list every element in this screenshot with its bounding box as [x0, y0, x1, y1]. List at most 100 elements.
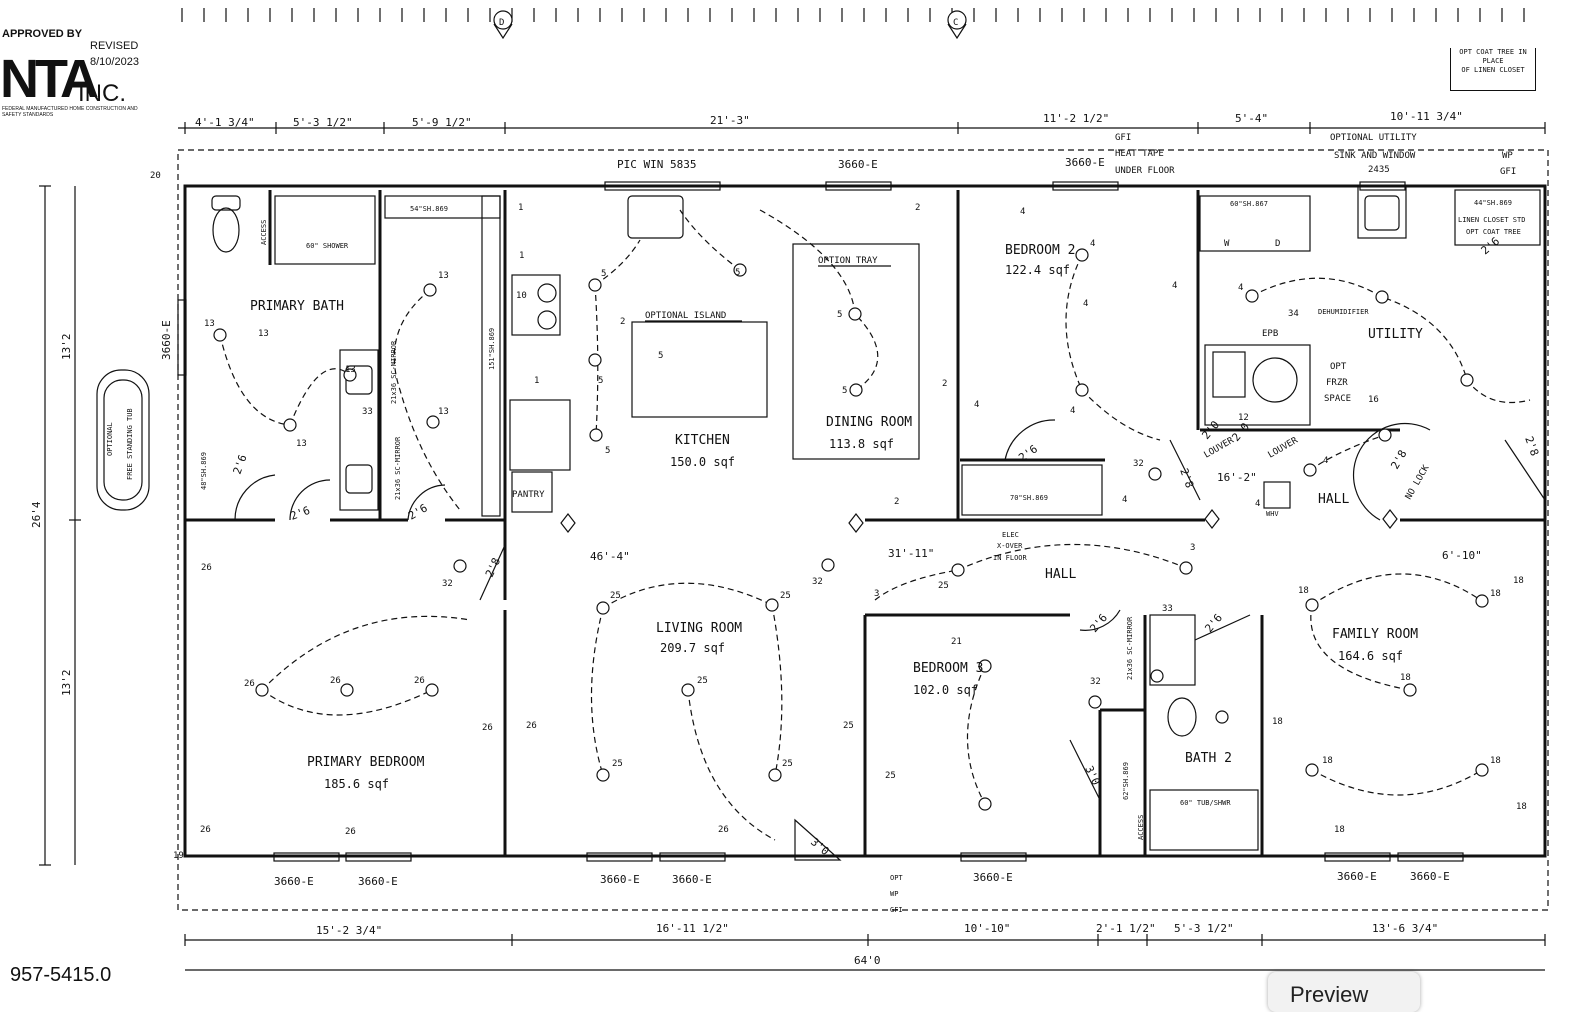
mirror-label-3: 21x36 SC-MIRROR	[1126, 616, 1134, 680]
circuit-number: 26	[345, 827, 356, 837]
elec-label-1: ELEC	[1002, 531, 1019, 539]
access-label-1: ACCESS	[260, 220, 268, 245]
circuit-number: 16	[1368, 395, 1379, 405]
circuit-number: 33	[362, 407, 373, 417]
light-fixture-icon	[426, 415, 440, 429]
heat-tape-label: HEAT TAPE	[1115, 149, 1164, 159]
linen-closet-label: LINEN CLOSET STD	[1458, 216, 1525, 224]
tub-label: 60" TUB/SHWR	[1180, 799, 1231, 807]
circuit-number: 2	[894, 497, 899, 507]
window-top-2: 3660-E	[1065, 156, 1105, 169]
inner-dim-3: 16'-2"	[1217, 471, 1257, 484]
window-bottom-7: 3660-E	[1410, 870, 1450, 883]
circuit-number: 5	[837, 310, 842, 320]
circuit-number: 4	[1070, 406, 1075, 416]
epb-label: EPB	[1262, 329, 1278, 339]
circuit-number: 18	[1516, 802, 1527, 812]
shower-label: 60" SHOWER	[306, 242, 349, 250]
no-lock-label: NO LOCK	[1404, 463, 1432, 501]
room-family-area: 164.6 sqf	[1338, 649, 1403, 663]
door-label-2: 2'6	[289, 504, 312, 523]
circuit-number: 18	[1513, 576, 1524, 586]
circuit-number: 5	[842, 386, 847, 396]
elec-label-2: X-OVER	[997, 542, 1023, 550]
circuit-number: 18	[1298, 586, 1309, 596]
room-bedroom-2-area: 122.4 sqf	[1005, 263, 1070, 277]
room-pantry: PANTRY	[512, 490, 545, 500]
light-fixture-icon	[340, 683, 354, 697]
light-fixture-icon	[343, 368, 357, 382]
coat-tree-note-line1: OPT COAT TREE IN PLACE	[1459, 48, 1527, 65]
light-fixture-icon	[1150, 669, 1164, 683]
circuit-number: 4	[1323, 456, 1328, 466]
wall-markers	[560, 509, 1398, 533]
nta-wordmark: NTA	[0, 49, 99, 109]
light-fixture-icon	[1303, 463, 1317, 477]
wp-label: WP	[1502, 151, 1513, 161]
circuit-number: 1	[534, 376, 539, 386]
door-swings	[234, 419, 1546, 861]
circuit-number: 2	[942, 379, 947, 389]
shelf-label-5: 44"SH.869	[1474, 199, 1512, 207]
circuit-number: 26	[244, 679, 255, 689]
optional-tub-label: OPTIONAL	[106, 422, 114, 456]
circuit-number: 5	[658, 351, 663, 361]
opt-wp-gfi-label-2: WP	[890, 890, 898, 898]
circuit-number: 5	[598, 376, 603, 386]
room-living: LIVING ROOM	[656, 621, 742, 636]
circuit-number: 5	[605, 446, 610, 456]
light-fixture-icon	[1305, 763, 1319, 777]
light-fixture-icon	[1075, 383, 1089, 397]
circuit-number: 32	[1133, 459, 1144, 469]
door-label-5: 2'8	[483, 556, 503, 580]
circuit-number: 32	[1090, 677, 1101, 687]
shelf-label-1: 54"SH.869	[410, 205, 448, 213]
circuit-number: 26	[201, 563, 212, 573]
light-fixture-icon	[1088, 695, 1102, 709]
mirror-label-2: 21x36 SC-MIRROR	[394, 436, 402, 500]
light-fixture-icon	[1378, 428, 1392, 442]
light-fixture-icon	[1460, 373, 1474, 387]
circuit-number: 26	[526, 721, 537, 731]
svg-text:C: C	[953, 18, 958, 28]
window-top-1: 3660-E	[838, 158, 878, 171]
gfi-label: GFI	[1115, 133, 1131, 143]
circuit-number: 26	[414, 676, 425, 686]
light-fixture-icon	[213, 328, 227, 342]
circuit-number: 18	[1334, 825, 1345, 835]
dim-bottom-2: 16'-11 1/2"	[656, 922, 729, 935]
room-primary-bedroom-area: 185.6 sqf	[324, 777, 389, 791]
window-left: 3660-E	[160, 320, 173, 360]
preview-button[interactable]: Preview	[1268, 972, 1420, 1012]
opt-utility-label: OPTIONAL UTILITY	[1330, 133, 1417, 143]
light-fixture-icon	[848, 307, 862, 321]
circuit-number: 13	[258, 329, 269, 339]
light-fixture-icon	[423, 283, 437, 297]
circuit-number: 13	[345, 365, 356, 375]
room-kitchen-area: 150.0 sqf	[670, 455, 735, 469]
door-label-1: 2'6	[231, 453, 250, 476]
access-label-2: ACCESS	[1137, 815, 1145, 840]
door-label-13: 2'6	[1087, 611, 1110, 635]
room-hall-upper: HALL	[1318, 492, 1349, 507]
shelf-label-6: 62"SH.869	[1122, 762, 1130, 800]
light-fixture-icon	[589, 428, 603, 442]
room-bedroom-2: BEDROOM 2	[1005, 243, 1075, 258]
inner-dim-4: 6'-10"	[1442, 549, 1482, 562]
room-living-area: 209.7 sqf	[660, 641, 725, 655]
door-label-10: 2'8	[1388, 448, 1409, 472]
circuit-number: 32	[812, 577, 823, 587]
sink-window-label: SINK AND WINDOW	[1334, 151, 1416, 161]
circuit-number: 33	[1162, 604, 1173, 614]
circuit-number: 13	[296, 439, 307, 449]
circuit-number: 26	[330, 676, 341, 686]
coat-tree-note-line2: OF LINEN CLOSET	[1461, 66, 1525, 74]
circuit-number: 18	[1490, 756, 1501, 766]
circuit-number: 13	[438, 407, 449, 417]
dim-bottom-4: 2'-1 1/2"	[1096, 922, 1156, 935]
inc-wordmark: INC.	[78, 80, 126, 107]
circuit-number: 26	[200, 825, 211, 835]
circuit-number: 18	[1490, 589, 1501, 599]
fixtures	[96, 185, 1541, 851]
